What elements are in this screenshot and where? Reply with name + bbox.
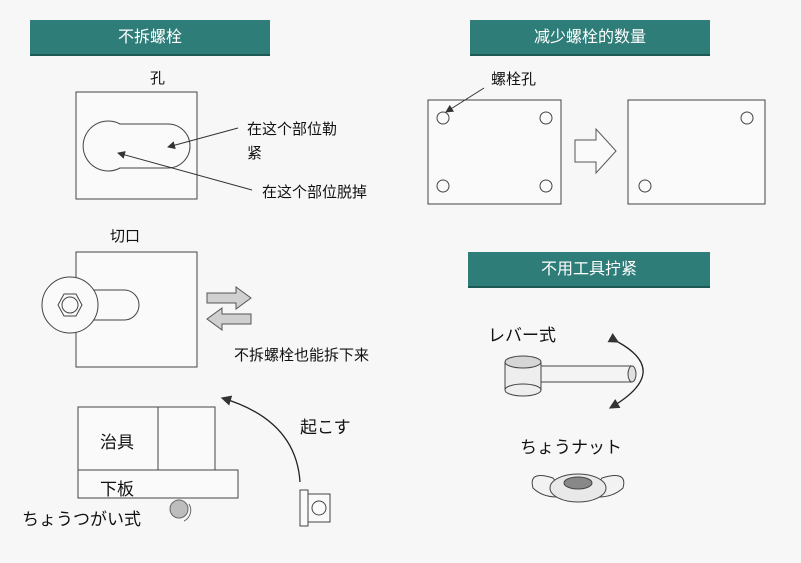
slide-out-arrow-icon [206, 286, 252, 310]
lever-rotate-arrow [607, 333, 644, 409]
hex-bolt-head [41, 276, 99, 334]
bolt-hole-label: 螺栓孔 [491, 70, 537, 88]
tighten-here-label: 在这个部位勒 紧 [247, 120, 338, 162]
hinge-pin-icon [169, 499, 192, 522]
jig-label: 治具 [100, 433, 134, 453]
hole-plate [75, 91, 198, 200]
wing-nut-label: ちょうナット [520, 438, 622, 458]
transition-arrow-icon [574, 127, 617, 175]
plate-two-holes [627, 99, 766, 205]
section-banner-no-tools: 不用工具拧紧 [468, 252, 710, 288]
hole-label: 孔 [150, 69, 166, 87]
leader-bolt-hole [445, 87, 485, 113]
lower-plate [77, 469, 239, 499]
jig-block [77, 406, 216, 471]
raise-arc-arrow [220, 395, 301, 483]
raised-bolt-icon [299, 489, 331, 527]
cutout-label: 切口 [110, 227, 141, 245]
leader-detach [117, 151, 253, 191]
hinge-label: ちょうつがい式 [22, 510, 141, 530]
lever-bolt-icon [504, 355, 637, 397]
lower-plate-label: 下板 [100, 480, 134, 500]
detach-here-label: 在这个部位脱掉 [262, 183, 368, 201]
raise-label: 起こす [300, 418, 351, 438]
wing-nut-icon [531, 473, 625, 503]
lever-label: レバー式 [488, 326, 556, 346]
section-banner-reduce-bolts: 减少螺栓的数量 [470, 20, 710, 56]
slide-in-arrow-icon [206, 307, 252, 331]
slot-caption: 不拆螺栓也能拆下来 [234, 346, 370, 364]
section-banner-no-remove-bolt: 不拆螺栓 [30, 20, 270, 56]
leader-tighten [167, 127, 239, 150]
plate-four-holes [427, 99, 562, 205]
